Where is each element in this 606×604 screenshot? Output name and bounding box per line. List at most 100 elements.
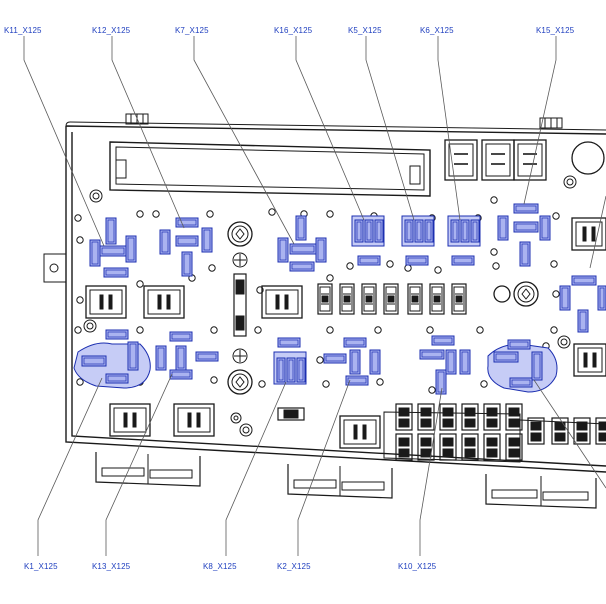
label-k7-x125: K7_X125 — [175, 26, 209, 35]
relay-socket-pin — [275, 294, 280, 310]
mount-hole — [326, 326, 334, 334]
mount-hole — [490, 196, 498, 204]
bank-fuse — [461, 433, 479, 461]
relay-socket-pin — [353, 424, 358, 440]
k8-connector — [277, 337, 301, 348]
mini-fuse-inner — [409, 286, 421, 312]
maxi-fuse-3 — [513, 139, 547, 181]
bank-fuse — [395, 433, 413, 461]
k10-connector-inner — [461, 351, 469, 373]
label-k1-x125: K1_X125 — [24, 562, 58, 571]
screw — [89, 189, 103, 203]
bank-fuse-blade — [464, 448, 476, 458]
k11-connector — [99, 245, 127, 257]
k6-connector-inner — [462, 221, 468, 241]
mount-hole — [490, 248, 498, 256]
relay-socket — [109, 403, 151, 437]
k7-connector — [277, 237, 289, 263]
torx-screw — [227, 221, 253, 247]
bank-fuse-blade — [420, 437, 432, 447]
k11-connector-inner — [127, 237, 135, 261]
torx-screw-ring — [231, 225, 249, 243]
bank-fuse — [483, 403, 501, 431]
bank-fuse — [483, 433, 501, 461]
screw — [239, 423, 253, 437]
k8-connector-inner — [278, 359, 284, 381]
mount-hole — [136, 326, 144, 334]
k7-connector-inner — [291, 263, 313, 270]
relay-socket-pin — [592, 352, 597, 368]
relay-socket-pin — [166, 294, 171, 310]
left-mount — [43, 253, 67, 283]
mini-fuse-blade — [455, 295, 463, 303]
bank-fuse — [461, 403, 479, 431]
torx-screw-ring — [231, 373, 249, 391]
mini-fuse-blade — [321, 295, 329, 303]
k16-connector-inner — [376, 221, 382, 241]
k5-connector-inner — [426, 221, 432, 241]
relay-socket-pin — [284, 294, 289, 310]
k11-connector-inner — [105, 269, 127, 276]
bottom-clip-slot — [293, 479, 337, 489]
relay-socket-pin — [123, 412, 128, 428]
k2-connector-inner — [351, 351, 359, 373]
round-terminal — [571, 141, 605, 175]
k15-connector-inner — [541, 217, 549, 239]
screw-center — [92, 192, 100, 200]
k7-connector-inner — [297, 217, 305, 239]
k7-connector — [315, 237, 327, 263]
label-k13-x125: K13_X125 — [92, 562, 131, 571]
bank-fuse-blade — [554, 421, 566, 431]
maxi-fuse-3-inner — [517, 143, 543, 177]
maxi-fuse-1-inner — [448, 143, 474, 177]
bank-fuse-blade — [464, 437, 476, 447]
k16-connector — [364, 219, 374, 243]
k15-connector-inner — [499, 217, 507, 239]
bottom-clip-slot — [101, 467, 145, 477]
bank-fuse-blade — [576, 421, 588, 431]
k10-connector — [431, 335, 455, 346]
relay-socket — [173, 403, 215, 437]
relay-socket-inner — [577, 347, 603, 373]
bank-fuse-blade — [398, 437, 410, 447]
mini-fuse-blade — [411, 295, 419, 303]
k2-connector — [345, 375, 369, 386]
k8-connector — [286, 357, 296, 383]
k12-connector — [201, 227, 213, 253]
mini-fuse-inner — [431, 286, 443, 312]
k8-connector-inner — [298, 359, 304, 381]
right-connector — [559, 285, 571, 311]
label-k6-x125: K6_X125 — [420, 26, 454, 35]
relay-socket-pin — [196, 412, 201, 428]
relay-socket-pin — [99, 294, 104, 310]
torx-screw — [513, 281, 539, 307]
k5-connector — [414, 219, 424, 243]
relay-socket-pin — [583, 352, 588, 368]
mount-hole — [316, 356, 324, 364]
mini-fuse — [339, 283, 355, 315]
handle-clip — [409, 165, 421, 185]
long-fuse-blade — [235, 315, 245, 331]
mount-hole — [550, 326, 558, 334]
cross-mark — [232, 348, 248, 364]
k1-connector-inner — [83, 357, 105, 365]
k10-connector — [459, 349, 471, 375]
mount-hole — [258, 380, 266, 388]
k15-connector — [519, 241, 531, 267]
mount-hole — [492, 262, 500, 270]
mount-hole — [76, 378, 84, 386]
right-connector-inner — [573, 277, 595, 284]
k6-connector-inner — [453, 257, 473, 264]
bank-fuse — [439, 433, 457, 461]
k12-connector — [175, 217, 199, 228]
bank-fuse-blade — [442, 407, 454, 417]
mount-hole — [74, 326, 82, 334]
k2-connector — [349, 349, 361, 375]
k5-connector — [424, 219, 434, 243]
mount-hole — [480, 380, 488, 388]
maxi-fuse-2-inner — [485, 143, 511, 177]
bottom-clip-slot — [542, 491, 589, 501]
k16-connector — [374, 219, 384, 243]
k11-connector — [89, 239, 101, 267]
torx-screw-head — [235, 228, 245, 240]
